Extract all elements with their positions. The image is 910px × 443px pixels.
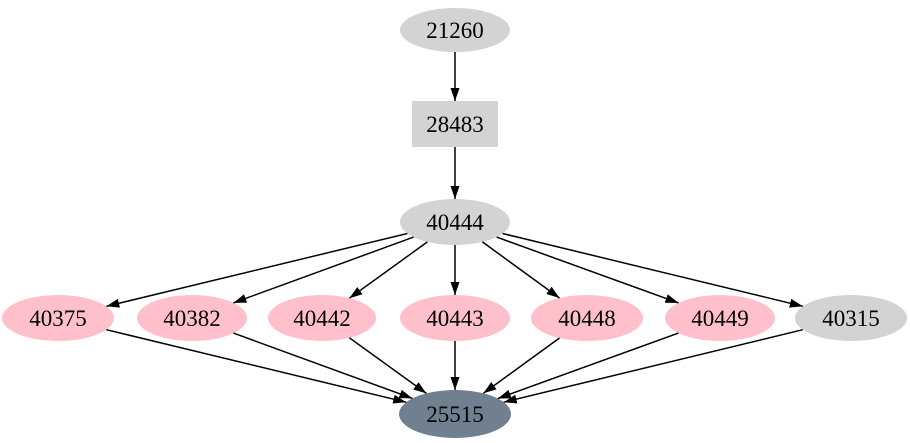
edge-40444-40315 xyxy=(502,232,803,308)
node-40442: 40442 xyxy=(268,295,376,341)
node-shape-25515 xyxy=(399,390,511,438)
node-40443: 40443 xyxy=(400,295,510,341)
node-21260: 21260 xyxy=(400,8,510,52)
node-label-40375: 40375 xyxy=(29,306,87,331)
node-label-40315: 40315 xyxy=(822,306,880,331)
node-label-40382: 40382 xyxy=(163,306,221,331)
node-label-40443: 40443 xyxy=(426,306,484,331)
node-label-40442: 40442 xyxy=(293,306,351,331)
edge-40375-25515 xyxy=(106,328,407,404)
node-shape-40382 xyxy=(137,295,247,341)
node-label-40444: 40444 xyxy=(426,210,484,235)
node-40375: 40375 xyxy=(2,295,114,341)
node-25515: 25515 xyxy=(399,390,511,438)
edge-40448-25515 xyxy=(482,337,560,394)
edge-40444-40382 xyxy=(233,236,414,304)
node-shape-21260 xyxy=(400,8,510,52)
node-28483: 28483 xyxy=(412,101,498,147)
node-label-28483: 28483 xyxy=(426,112,484,137)
edge-40444-40448 xyxy=(481,241,560,299)
edge-40442-25515 xyxy=(348,337,427,395)
edge-40382-25515 xyxy=(233,332,413,400)
node-40449: 40449 xyxy=(665,295,775,341)
node-shape-28483 xyxy=(412,101,498,147)
edge-40444-40449 xyxy=(496,236,679,304)
node-40448: 40448 xyxy=(531,295,643,341)
node-shape-40375 xyxy=(2,295,114,341)
node-shape-40315 xyxy=(795,295,907,341)
edge-40449-25515 xyxy=(497,332,679,400)
node-shape-40442 xyxy=(268,295,376,341)
node-label-40449: 40449 xyxy=(691,306,749,331)
node-40444: 40444 xyxy=(400,199,510,245)
node-label-40448: 40448 xyxy=(558,306,616,331)
edge-40444-40375 xyxy=(106,232,408,308)
edge-40315-25515 xyxy=(503,328,803,404)
node-shape-40448 xyxy=(531,295,643,341)
node-shape-40443 xyxy=(400,295,510,341)
node-40315: 40315 xyxy=(795,295,907,341)
node-label-21260: 21260 xyxy=(426,18,484,43)
node-40382: 40382 xyxy=(137,295,247,341)
node-label-25515: 25515 xyxy=(426,402,484,427)
node-shape-40449 xyxy=(665,295,775,341)
edge-40444-40442 xyxy=(348,241,428,299)
node-shape-40444 xyxy=(400,199,510,245)
